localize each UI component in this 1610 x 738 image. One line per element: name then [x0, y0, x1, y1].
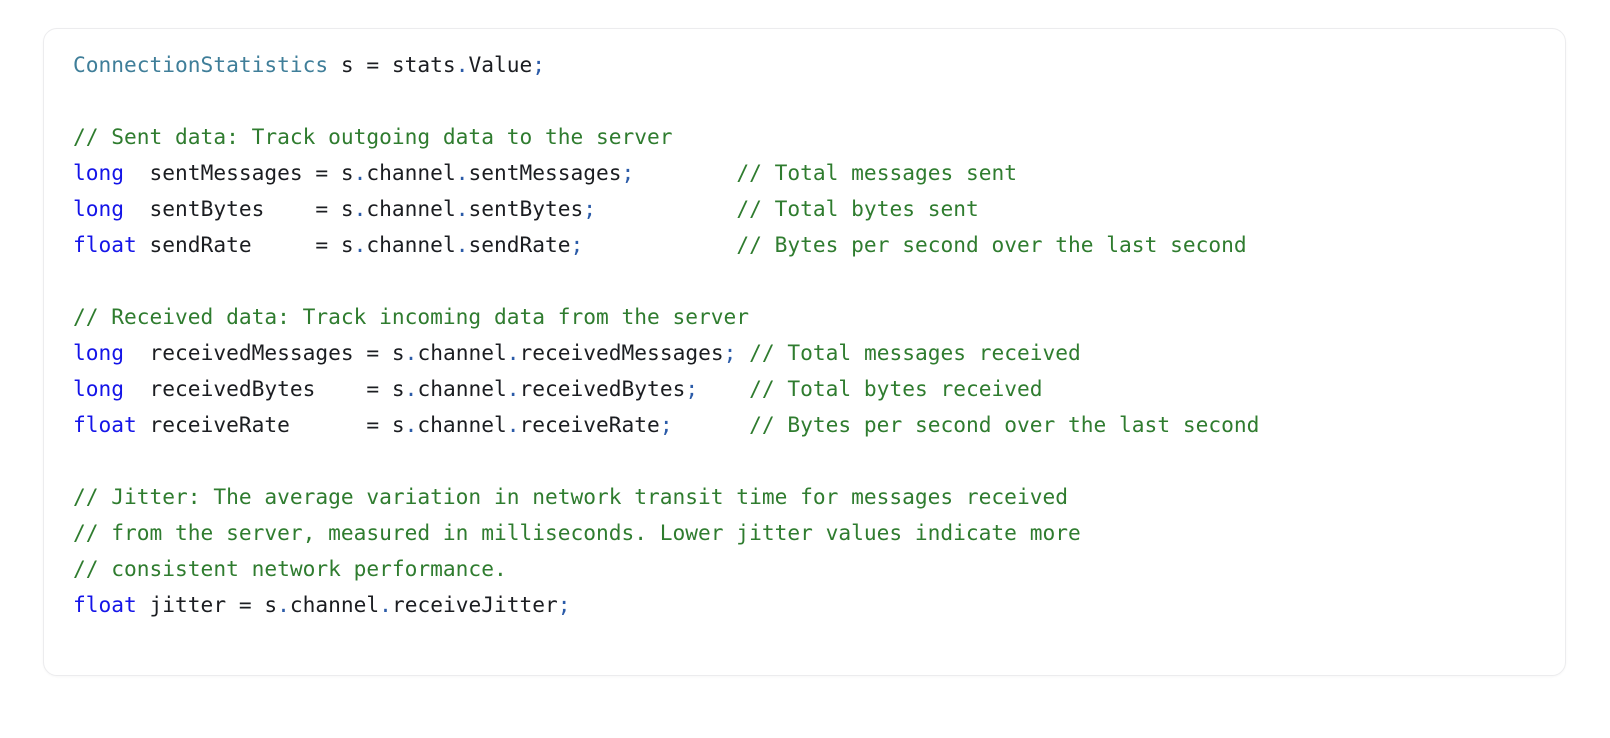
token-plain: channel [417, 376, 507, 401]
code-line-1: ConnectionStatistics s = stats.Value; [73, 47, 1557, 83]
token-punct: . [455, 52, 469, 77]
code-line-16: float jitter = s.channel.receiveJitter; [73, 587, 1557, 623]
code-line-2 [73, 83, 1557, 119]
token-plain: receivedBytes = s [124, 376, 405, 401]
code-line-7 [73, 263, 1557, 299]
token-plain: receiveRate [519, 412, 660, 437]
token-punct: . [404, 412, 418, 437]
code-line-8: // Received data: Track incoming data fr… [73, 299, 1557, 335]
token-plain: channel [289, 592, 380, 617]
token-keyword: long [73, 340, 125, 365]
token-plain: sentBytes [468, 196, 584, 221]
token-comment: // Total bytes received [749, 376, 1043, 401]
token-comment: // Total messages sent [736, 160, 1018, 185]
token-keyword: float [73, 412, 137, 437]
token-punct: ; [583, 196, 597, 221]
code-line-9: long receivedMessages = s.channel.receiv… [73, 335, 1557, 371]
token-comment: // Total bytes sent [736, 196, 979, 221]
token-punct: . [455, 232, 469, 257]
token-plain [698, 376, 749, 401]
code-block[interactable]: ConnectionStatistics s = stats.Value; //… [73, 47, 1557, 667]
token-keyword: long [73, 376, 125, 401]
token-type: ConnectionStatistics [73, 52, 329, 77]
token-plain: channel [417, 412, 507, 437]
token-plain: channel [366, 232, 456, 257]
token-keyword: float [73, 232, 137, 257]
token-plain [673, 412, 750, 437]
token-plain: sentMessages [468, 160, 622, 185]
code-line-6: float sendRate = s.channel.sendRate; // … [73, 227, 1557, 263]
token-plain: Value [468, 52, 533, 77]
token-punct: . [455, 160, 469, 185]
token-punct: . [379, 592, 392, 617]
token-punct: . [353, 160, 367, 185]
token-comment: // Bytes per second over the last second [736, 232, 1247, 257]
token-punct: ; [621, 160, 635, 185]
token-punct: . [277, 592, 290, 617]
token-keyword: long [73, 160, 125, 185]
token-punct: . [506, 376, 520, 401]
token-plain [634, 160, 736, 185]
code-line-5: long sentBytes = s.channel.sentBytes; //… [73, 191, 1557, 227]
token-punct: ; [659, 412, 673, 437]
code-snippet-card: ConnectionStatistics s = stats.Value; //… [43, 28, 1566, 676]
token-plain: channel [366, 196, 456, 221]
token-plain: receiveRate = s [136, 412, 405, 437]
token-punct: ; [723, 340, 737, 365]
token-comment: // Sent data: Track outgoing data to the… [73, 124, 673, 149]
token-plain: sendRate [468, 232, 571, 257]
code-line-13: // Jitter: The average variation in netw… [73, 479, 1557, 515]
token-plain: channel [366, 160, 456, 185]
token-punct: . [353, 196, 367, 221]
token-punct: . [455, 196, 469, 221]
token-plain [583, 232, 736, 257]
token-plain [736, 340, 749, 365]
code-line-4: long sentMessages = s.channel.sentMessag… [73, 155, 1557, 191]
token-plain: s = stats [328, 52, 456, 77]
code-line-3: // Sent data: Track outgoing data to the… [73, 119, 1557, 155]
token-punct: ; [557, 592, 571, 617]
token-keyword: float [73, 592, 137, 617]
code-line-11: float receiveRate = s.channel.receiveRat… [73, 407, 1557, 443]
token-punct: . [506, 412, 520, 437]
token-plain: receivedMessages [519, 340, 724, 365]
token-plain: jitter = s [136, 592, 278, 617]
token-punct: . [404, 376, 418, 401]
token-plain: receiveJitter [391, 592, 558, 617]
token-comment: // Received data: Track incoming data fr… [73, 304, 750, 329]
token-plain: sendRate = s [136, 232, 354, 257]
token-keyword: long [73, 196, 125, 221]
code-line-14: // from the server, measured in millisec… [73, 515, 1557, 551]
token-punct: . [506, 340, 520, 365]
token-punct: . [353, 232, 367, 257]
token-comment: // from the server, measured in millisec… [73, 520, 1081, 545]
token-plain: sentBytes = s [124, 196, 354, 221]
token-comment: // consistent network performance. [73, 556, 507, 581]
token-plain: channel [417, 340, 507, 365]
code-line-12 [73, 443, 1557, 479]
token-comment: // Total messages received [749, 340, 1081, 365]
token-punct: ; [570, 232, 584, 257]
token-comment: // Jitter: The average variation in netw… [73, 484, 1068, 509]
token-plain [596, 196, 736, 221]
token-punct: . [404, 340, 418, 365]
token-plain: receivedMessages = s [124, 340, 405, 365]
token-plain: sentMessages = s [124, 160, 354, 185]
token-plain: receivedBytes [519, 376, 686, 401]
code-line-10: long receivedBytes = s.channel.receivedB… [73, 371, 1557, 407]
token-comment: // Bytes per second over the last second [749, 412, 1260, 437]
token-punct: ; [685, 376, 699, 401]
token-punct: ; [532, 52, 545, 77]
code-line-15: // consistent network performance. [73, 551, 1557, 587]
